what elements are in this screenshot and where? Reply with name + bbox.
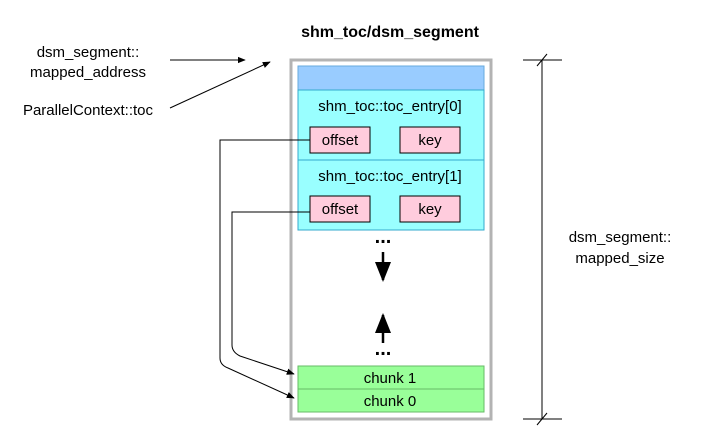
toc-entry-1-offset-label: offset [322, 201, 359, 218]
toc-header-block [297, 65, 485, 91]
toc-entry-0-key-field [399, 126, 461, 154]
chunk-0-block [297, 388, 485, 413]
parallel-context-toc-arrow [169, 61, 271, 109]
mapped-address-label-line1: dsm_segment:: [37, 44, 140, 61]
mapped-address-label-line2: mapped_address [30, 64, 146, 81]
offset-1-to-chunk-1-connector [231, 211, 310, 375]
ellipsis-top: ... [375, 226, 392, 248]
mapped-size-label-line1: dsm_segment:: [569, 229, 672, 246]
mapped-size-bottom-tick [536, 412, 548, 426]
parallel-context-toc-label: ParallelContext::toc [23, 102, 154, 119]
chunk-1-label: chunk 1 [364, 370, 417, 387]
toc-entry-0-offset-label: offset [322, 132, 359, 149]
diagram-title: shm_toc/dsm_segment [301, 24, 480, 41]
toc-entry-1-key-field [399, 195, 461, 223]
toc-entry-1-label: shm_toc::toc_entry[1] [318, 168, 461, 185]
offset-0-to-chunk-0-connector [219, 139, 310, 399]
toc-entry-1-offset-field [309, 195, 371, 223]
chunk-0-label: chunk 0 [364, 393, 417, 410]
toc-entry-0-key-label: key [418, 132, 442, 149]
toc-entry-0-offset-field [309, 126, 371, 154]
mapped-size-top-tick [536, 53, 548, 67]
mapped-size-label-line2: mapped_size [575, 250, 664, 267]
toc-entry-0-label: shm_toc::toc_entry[0] [318, 98, 461, 115]
toc-entry-1-key-label: key [418, 201, 442, 218]
ellipsis-bottom: ... [375, 338, 392, 360]
